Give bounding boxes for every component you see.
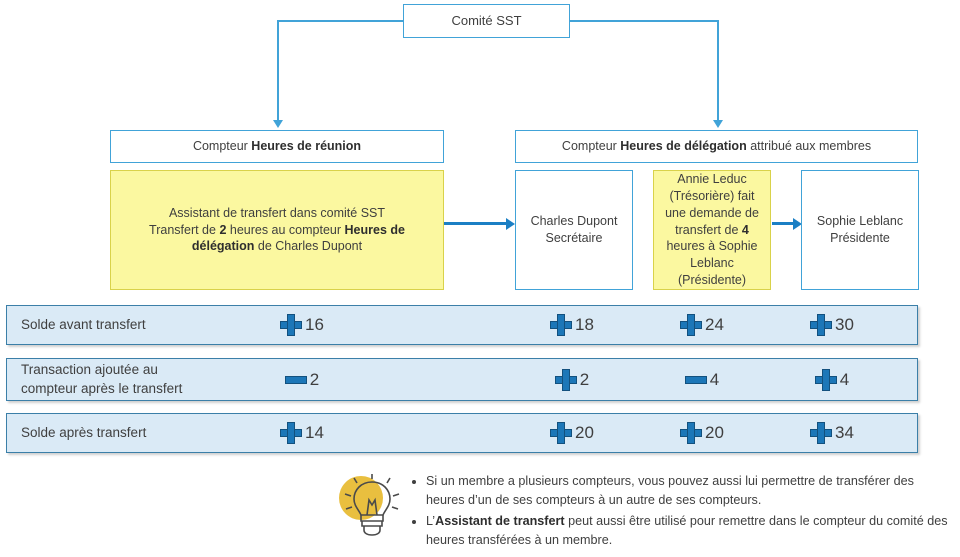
cell-value: 2 bbox=[579, 369, 590, 389]
cell-transaction-charles: 2 bbox=[527, 359, 617, 400]
list-item: L’Assistant de transfert peut aussi être… bbox=[426, 512, 954, 550]
box-comite-sst[interactable]: Comité SST bbox=[403, 4, 570, 38]
counter-reunion-text: Compteur Heures de réunion bbox=[192, 139, 362, 154]
table-row: Solde après transfert 14 20 20 34 bbox=[6, 413, 918, 453]
cell-solde-apres-annie: 20 bbox=[657, 414, 747, 452]
box-counter-heures-reunion[interactable]: Compteur Heures de réunion bbox=[110, 130, 444, 163]
plus-icon bbox=[814, 368, 837, 391]
cell-solde-avant-reunion: 16 bbox=[257, 306, 347, 344]
connector-root-to-left bbox=[277, 20, 404, 22]
cell-transaction-sophie: 4 bbox=[787, 359, 877, 400]
plus-icon bbox=[280, 422, 303, 444]
cell-solde-apres-charles: 20 bbox=[527, 414, 617, 452]
plus-icon bbox=[810, 314, 833, 336]
lightbulb-icon bbox=[334, 468, 404, 544]
plus-icon bbox=[680, 422, 703, 444]
connector-right-vertical bbox=[717, 20, 719, 121]
arrow-right-assistant-icon bbox=[506, 218, 515, 230]
minus-icon bbox=[284, 369, 307, 391]
cell-transaction-annie: 4 bbox=[657, 359, 747, 400]
footnote-block: Si un membre a plusieurs compteurs, vous… bbox=[334, 468, 954, 552]
cell-value: 14 bbox=[305, 423, 324, 442]
connector-assistant-to-charles bbox=[444, 222, 507, 225]
cell-value: 16 bbox=[305, 315, 324, 334]
minus-icon bbox=[684, 369, 707, 391]
table-row: Solde avant transfert 16 18 24 30 bbox=[6, 305, 918, 345]
arrow-right-annie-icon bbox=[793, 218, 802, 230]
connector-left-vertical bbox=[277, 20, 279, 121]
cell-solde-avant-sophie: 30 bbox=[787, 306, 877, 344]
cell-value: 4 bbox=[709, 369, 720, 389]
row-label: Transaction ajoutée au compteur après le… bbox=[21, 362, 183, 396]
box-demande-annie-leduc[interactable]: Annie Leduc (Trésorière) fait une demand… bbox=[653, 170, 771, 290]
cell-value: 4 bbox=[839, 369, 850, 389]
cell-value: 20 bbox=[705, 423, 724, 442]
counter-delegation-text: Compteur Heures de délégation attribué a… bbox=[561, 139, 872, 154]
footnote-list: Si un membre a plusieurs compteurs, vous… bbox=[410, 472, 954, 552]
plus-icon bbox=[550, 422, 573, 444]
cell-solde-avant-annie: 24 bbox=[657, 306, 747, 344]
connector-root-to-right bbox=[569, 20, 719, 22]
list-item: Si un membre a plusieurs compteurs, vous… bbox=[426, 472, 954, 510]
connector-annie-to-sophie bbox=[772, 222, 794, 225]
cell-value: 24 bbox=[705, 315, 724, 334]
cell-value: 30 bbox=[835, 315, 854, 334]
cell-value: 2 bbox=[309, 369, 320, 389]
row-label: Solde après transfert bbox=[21, 424, 147, 440]
table-row: Transaction ajoutée au compteur après le… bbox=[6, 358, 918, 401]
plus-icon bbox=[280, 314, 303, 336]
box-counter-heures-delegation[interactable]: Compteur Heures de délégation attribué a… bbox=[515, 130, 918, 163]
plus-icon bbox=[554, 368, 577, 391]
plus-icon bbox=[810, 422, 833, 444]
box-comite-sst-label: Comité SST bbox=[451, 13, 522, 29]
plus-icon bbox=[550, 314, 573, 336]
plus-icon bbox=[680, 314, 703, 336]
cell-value: 34 bbox=[835, 423, 854, 442]
cell-value: 18 bbox=[575, 315, 594, 334]
cell-transaction-reunion: 2 bbox=[257, 359, 347, 400]
arrow-down-left-icon bbox=[273, 120, 283, 128]
arrow-down-right-icon bbox=[713, 120, 723, 128]
cell-value: 20 bbox=[575, 423, 594, 442]
cell-solde-apres-sophie: 34 bbox=[787, 414, 877, 452]
annie-request-text: Annie Leduc (Trésorière) fait une demand… bbox=[665, 171, 759, 288]
row-label: Solde avant transfert bbox=[21, 316, 146, 332]
cell-solde-avant-charles: 18 bbox=[527, 306, 617, 344]
cell-solde-apres-reunion: 14 bbox=[257, 414, 347, 452]
